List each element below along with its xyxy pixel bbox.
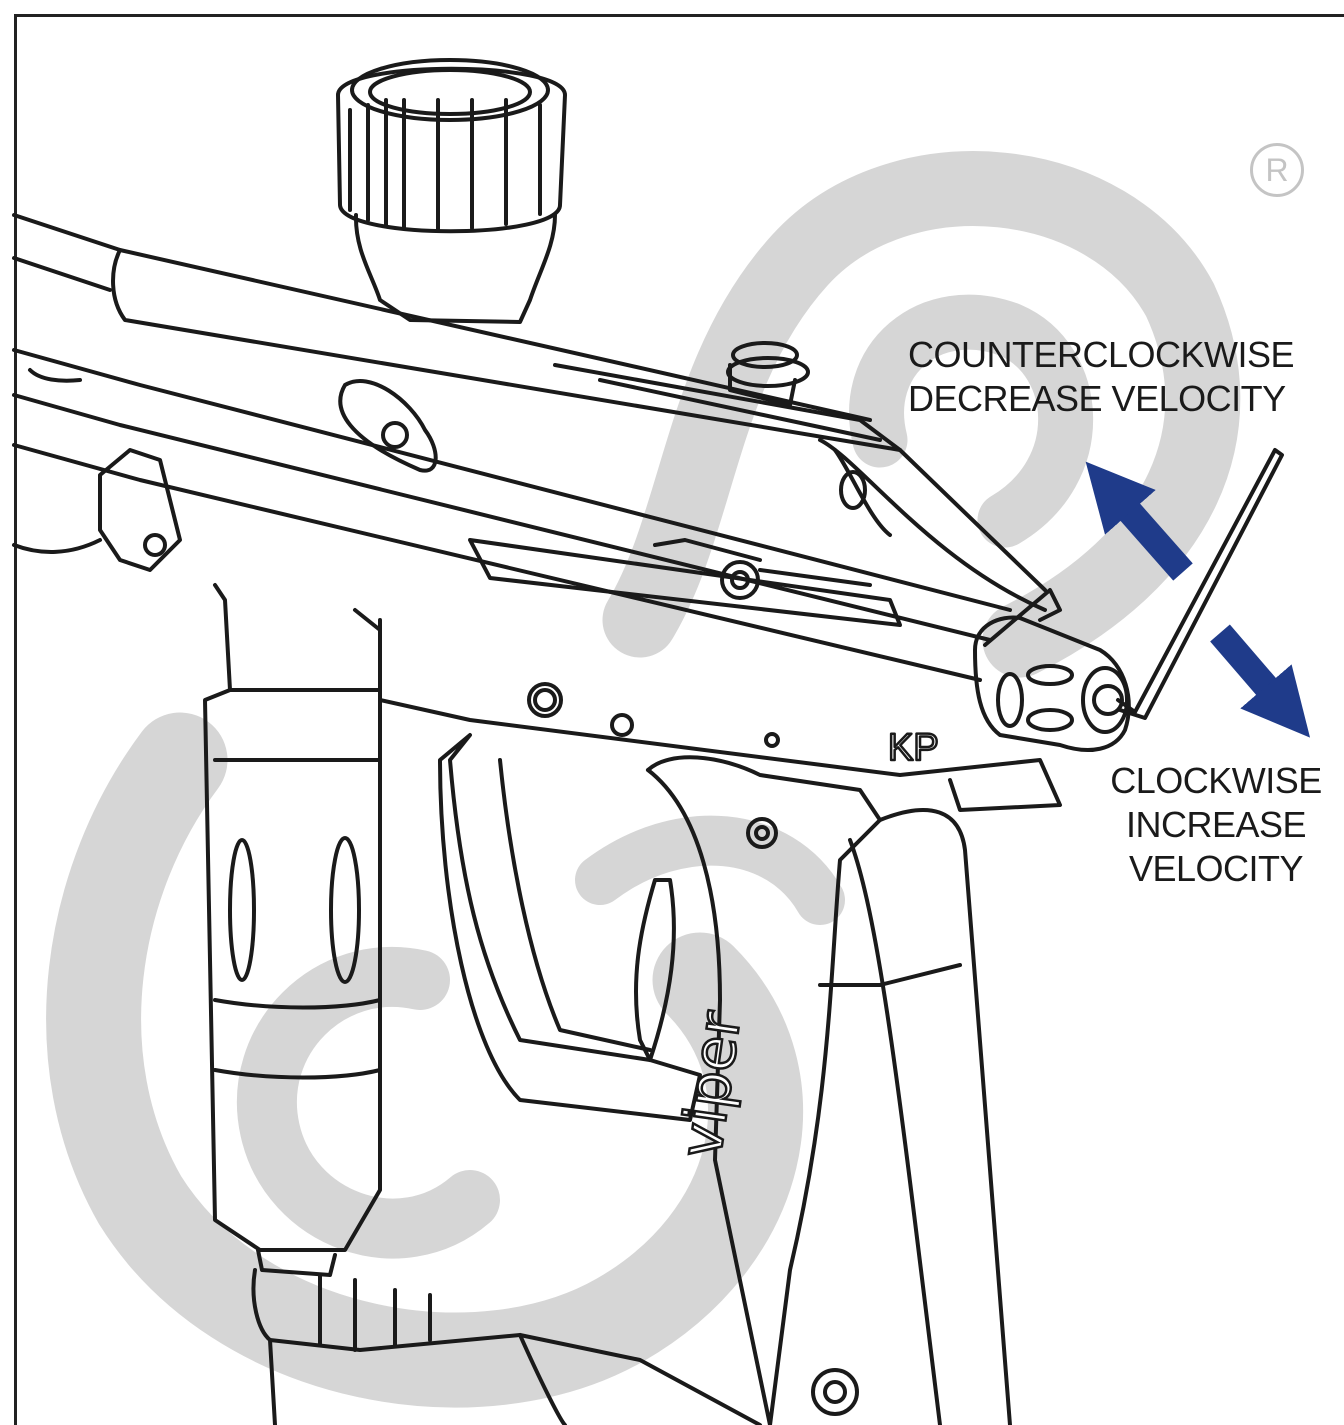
direction-arrows [1085,461,1311,738]
cw-line-2: INCREASE [1125,804,1307,845]
marker-body-lines: KP [12,58,1284,1425]
cw-line-1: CLOCKWISE [1110,760,1322,801]
clockwise-label: CLOCKWISE INCREASE VELOCITY [1096,759,1336,891]
kp-mark: KP [888,727,939,769]
registered-mark-text: R [1265,152,1289,188]
ccw-arrow [1085,461,1193,581]
cw-line-3: VELOCITY [1128,848,1304,889]
figure-frame [14,14,1344,1425]
ccw-line-2: DECREASE VELOCITY [908,378,1286,419]
cw-arrow [1210,624,1311,738]
registered-trademark-icon: R [1250,143,1304,197]
ccw-line-1: COUNTERCLOCKWISE [908,334,1295,375]
counterclockwise-label: COUNTERCLOCKWISE DECREASE VELOCITY [908,333,1295,421]
